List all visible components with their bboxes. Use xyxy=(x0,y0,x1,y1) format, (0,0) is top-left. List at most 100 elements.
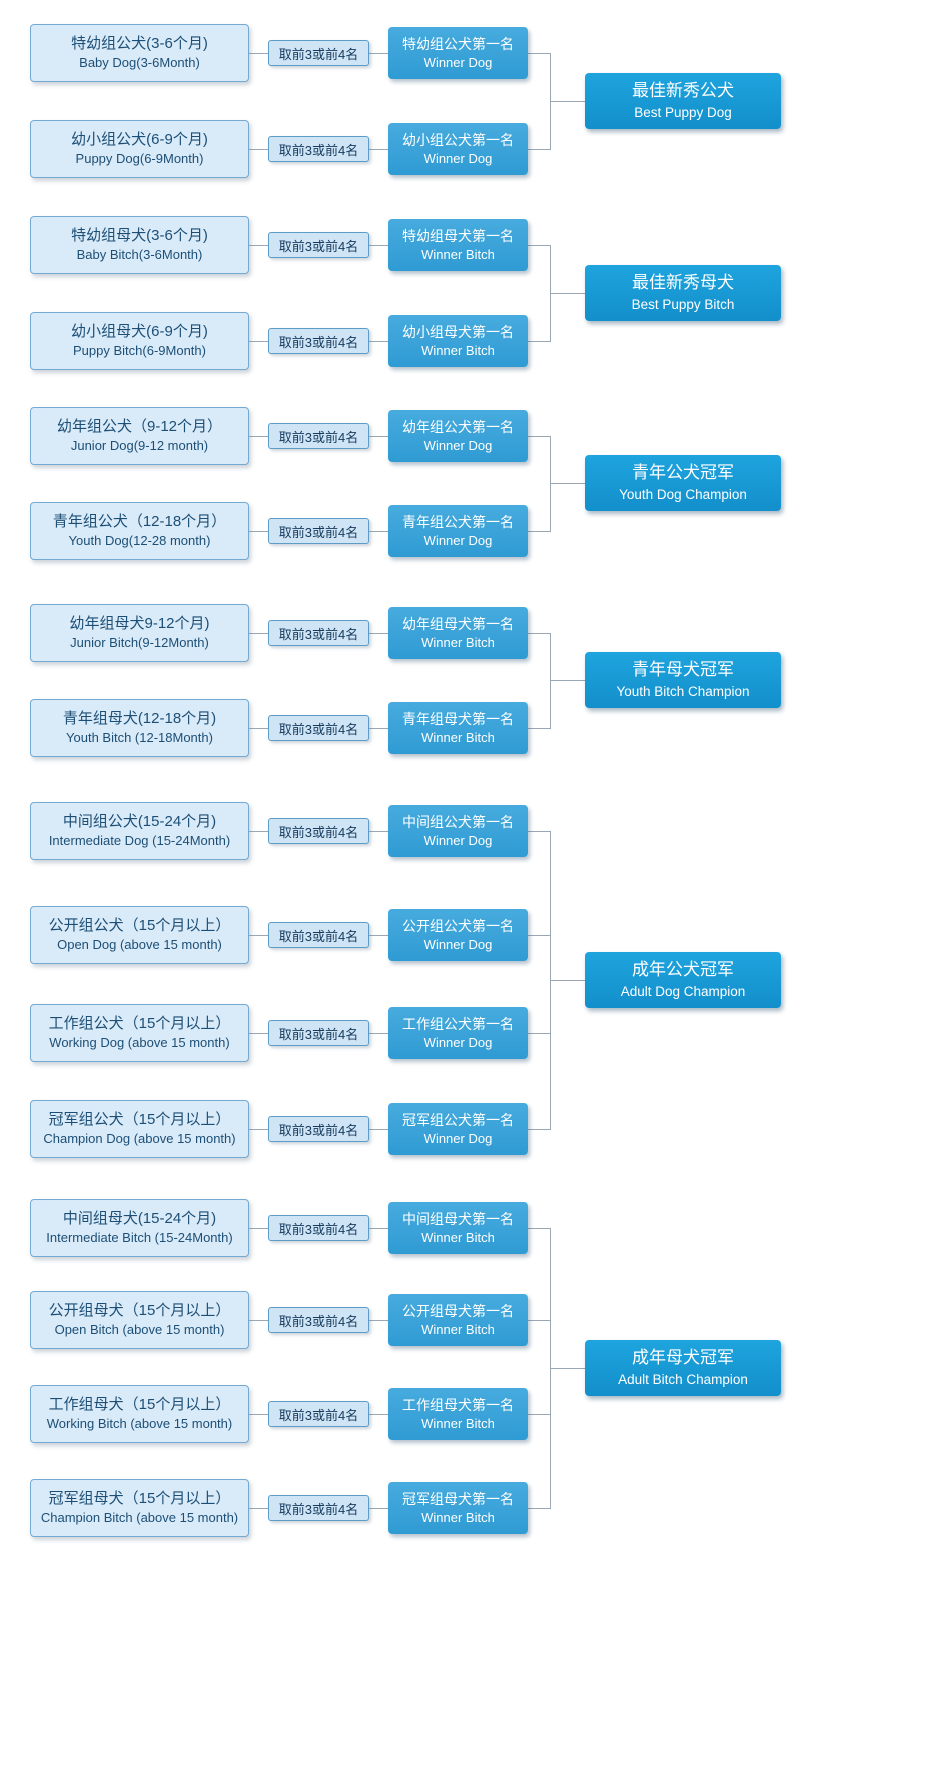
winner-name-cn: 幼小组公犬第一名 xyxy=(402,131,514,148)
selection-rule-box: 取前3或前4名 xyxy=(268,518,369,544)
class-name-en: Baby Dog(3-6Month) xyxy=(79,55,200,71)
winner-box: 幼小组公犬第一名 Winner Dog xyxy=(388,123,528,175)
class-name-en: Junior Dog(9-12 month) xyxy=(70,438,209,454)
winner-name-en: Winner Bitch xyxy=(421,634,495,650)
connector-line xyxy=(528,1033,550,1034)
connector-line xyxy=(550,293,585,294)
bracket-row: 特幼组母犬(3-6个月) Baby Bitch(3-6Month) 取前3或前4… xyxy=(0,216,928,274)
connector-line xyxy=(369,728,388,729)
connector-line xyxy=(249,531,268,532)
connector-line xyxy=(528,728,550,729)
champion-name-cn: 最佳新秀公犬 xyxy=(632,81,734,101)
class-name-en: Champion Bitch (above 15 month) xyxy=(40,1510,239,1526)
selection-rule-box: 取前3或前4名 xyxy=(268,423,369,449)
winner-name-cn: 公开组公犬第一名 xyxy=(402,917,514,934)
champion-box: 成年公犬冠军 Adult Dog Champion xyxy=(585,952,781,1008)
bracket-row: 冠军组公犬（15个月以上） Champion Dog (above 15 mon… xyxy=(0,1100,928,1158)
connector-line xyxy=(249,1414,268,1415)
connector-line xyxy=(528,53,550,54)
selection-rule-label: 取前3或前4名 xyxy=(278,721,359,737)
winner-name-cn: 工作组公犬第一名 xyxy=(402,1015,514,1032)
selection-rule-label: 取前3或前4名 xyxy=(278,429,359,445)
winner-name-cn: 特幼组母犬第一名 xyxy=(402,227,514,244)
class-box: 特幼组公犬(3-6个月) Baby Dog(3-6Month) xyxy=(30,24,249,82)
winner-name-en: Winner Dog xyxy=(423,832,493,848)
connector-line xyxy=(528,633,550,634)
champion-box: 最佳新秀母犬 Best Puppy Bitch xyxy=(585,265,781,321)
winner-box: 冠军组母犬第一名 Winner Bitch xyxy=(388,1482,528,1534)
connector-line xyxy=(528,1414,550,1415)
class-name-en: Youth Bitch (12-18Month) xyxy=(66,730,213,746)
selection-rule-label: 取前3或前4名 xyxy=(278,334,359,350)
class-name-en: Open Dog (above 15 month) xyxy=(57,937,222,953)
winner-box: 青年组母犬第一名 Winner Bitch xyxy=(388,702,528,754)
class-name-en: Open Bitch (above 15 month) xyxy=(54,1322,225,1338)
selection-rule-box: 取前3或前4名 xyxy=(268,1116,369,1142)
class-name-cn: 幼小组公犬(6-9个月) xyxy=(71,131,208,149)
winner-name-cn: 特幼组公犬第一名 xyxy=(402,35,514,52)
class-name-en: Intermediate Bitch (15-24Month) xyxy=(46,1230,233,1246)
champion-name-cn: 青年母犬冠军 xyxy=(632,660,734,680)
connector-line xyxy=(369,149,388,150)
connector-line xyxy=(249,633,268,634)
champion-name-cn: 最佳新秀母犬 xyxy=(632,273,734,293)
winner-name-cn: 冠军组公犬第一名 xyxy=(402,1111,514,1128)
class-box: 冠军组母犬（15个月以上） Champion Bitch (above 15 m… xyxy=(30,1479,249,1537)
connector-line xyxy=(249,1228,268,1229)
winner-name-cn: 公开组母犬第一名 xyxy=(402,1302,514,1319)
selection-rule-label: 取前3或前4名 xyxy=(278,524,359,540)
class-name-en: Baby Bitch(3-6Month) xyxy=(76,247,203,263)
selection-rule-box: 取前3或前4名 xyxy=(268,40,369,66)
bracket-row: 幼年组母犬9-12个月) Junior Bitch(9-12Month) 取前3… xyxy=(0,604,928,662)
selection-rule-box: 取前3或前4名 xyxy=(268,1401,369,1427)
winner-box: 工作组公犬第一名 Winner Dog xyxy=(388,1007,528,1059)
bracket-row: 公开组母犬（15个月以上） Open Bitch (above 15 month… xyxy=(0,1291,928,1349)
class-name-en: Junior Bitch(9-12Month) xyxy=(70,635,209,651)
connector-line xyxy=(369,1414,388,1415)
selection-rule-label: 取前3或前4名 xyxy=(278,46,359,62)
connector-line xyxy=(249,53,268,54)
class-name-cn: 工作组公犬（15个月以上） xyxy=(48,1015,231,1033)
selection-rule-box: 取前3或前4名 xyxy=(268,818,369,844)
connector-line xyxy=(369,531,388,532)
winner-name-en: Winner Bitch xyxy=(421,342,495,358)
winner-name-en: Winner Bitch xyxy=(421,1321,495,1337)
class-box: 冠军组公犬（15个月以上） Champion Dog (above 15 mon… xyxy=(30,1100,249,1158)
winner-box: 公开组公犬第一名 Winner Dog xyxy=(388,909,528,961)
selection-rule-label: 取前3或前4名 xyxy=(278,1122,359,1138)
selection-rule-box: 取前3或前4名 xyxy=(268,328,369,354)
class-box: 幼年组母犬9-12个月) Junior Bitch(9-12Month) xyxy=(30,604,249,662)
selection-rule-label: 取前3或前4名 xyxy=(278,1221,359,1237)
selection-rule-label: 取前3或前4名 xyxy=(278,238,359,254)
class-name-cn: 中间组母犬(15-24个月) xyxy=(62,1210,217,1228)
class-name-cn: 青年组母犬(12-18个月) xyxy=(62,710,217,728)
winner-box: 公开组母犬第一名 Winner Bitch xyxy=(388,1294,528,1346)
bracket-row: 幼小组母犬(6-9个月) Puppy Bitch(6-9Month) 取前3或前… xyxy=(0,312,928,370)
selection-rule-box: 取前3或前4名 xyxy=(268,922,369,948)
connector-line xyxy=(369,633,388,634)
bracket-row: 中间组母犬(15-24个月) Intermediate Bitch (15-24… xyxy=(0,1199,928,1257)
selection-rule-label: 取前3或前4名 xyxy=(278,1026,359,1042)
connector-line xyxy=(249,831,268,832)
class-box: 工作组母犬（15个月以上） Working Bitch (above 15 mo… xyxy=(30,1385,249,1443)
connector-line xyxy=(249,149,268,150)
class-box: 幼小组母犬(6-9个月) Puppy Bitch(6-9Month) xyxy=(30,312,249,370)
connector-line xyxy=(249,1033,268,1034)
selection-rule-box: 取前3或前4名 xyxy=(268,136,369,162)
bracket-row: 幼年组公犬（9-12个月） Junior Dog(9-12 month) 取前3… xyxy=(0,407,928,465)
class-name-en: Working Dog (above 15 month) xyxy=(49,1035,230,1051)
connector-line xyxy=(369,1508,388,1509)
selection-rule-box: 取前3或前4名 xyxy=(268,1495,369,1521)
connector-line xyxy=(369,1129,388,1130)
connector-line xyxy=(369,341,388,342)
connector-line xyxy=(528,531,550,532)
selection-rule-label: 取前3或前4名 xyxy=(278,1407,359,1423)
bracket-row: 工作组母犬（15个月以上） Working Bitch (above 15 mo… xyxy=(0,1385,928,1443)
winner-name-en: Winner Bitch xyxy=(421,1509,495,1525)
class-name-cn: 公开组公犬（15个月以上） xyxy=(48,917,231,935)
connector-line xyxy=(369,935,388,936)
class-name-en: Champion Dog (above 15 month) xyxy=(43,1131,236,1147)
connector-line xyxy=(369,245,388,246)
winner-box: 冠军组公犬第一名 Winner Dog xyxy=(388,1103,528,1155)
champion-name-cn: 成年公犬冠军 xyxy=(632,960,734,980)
